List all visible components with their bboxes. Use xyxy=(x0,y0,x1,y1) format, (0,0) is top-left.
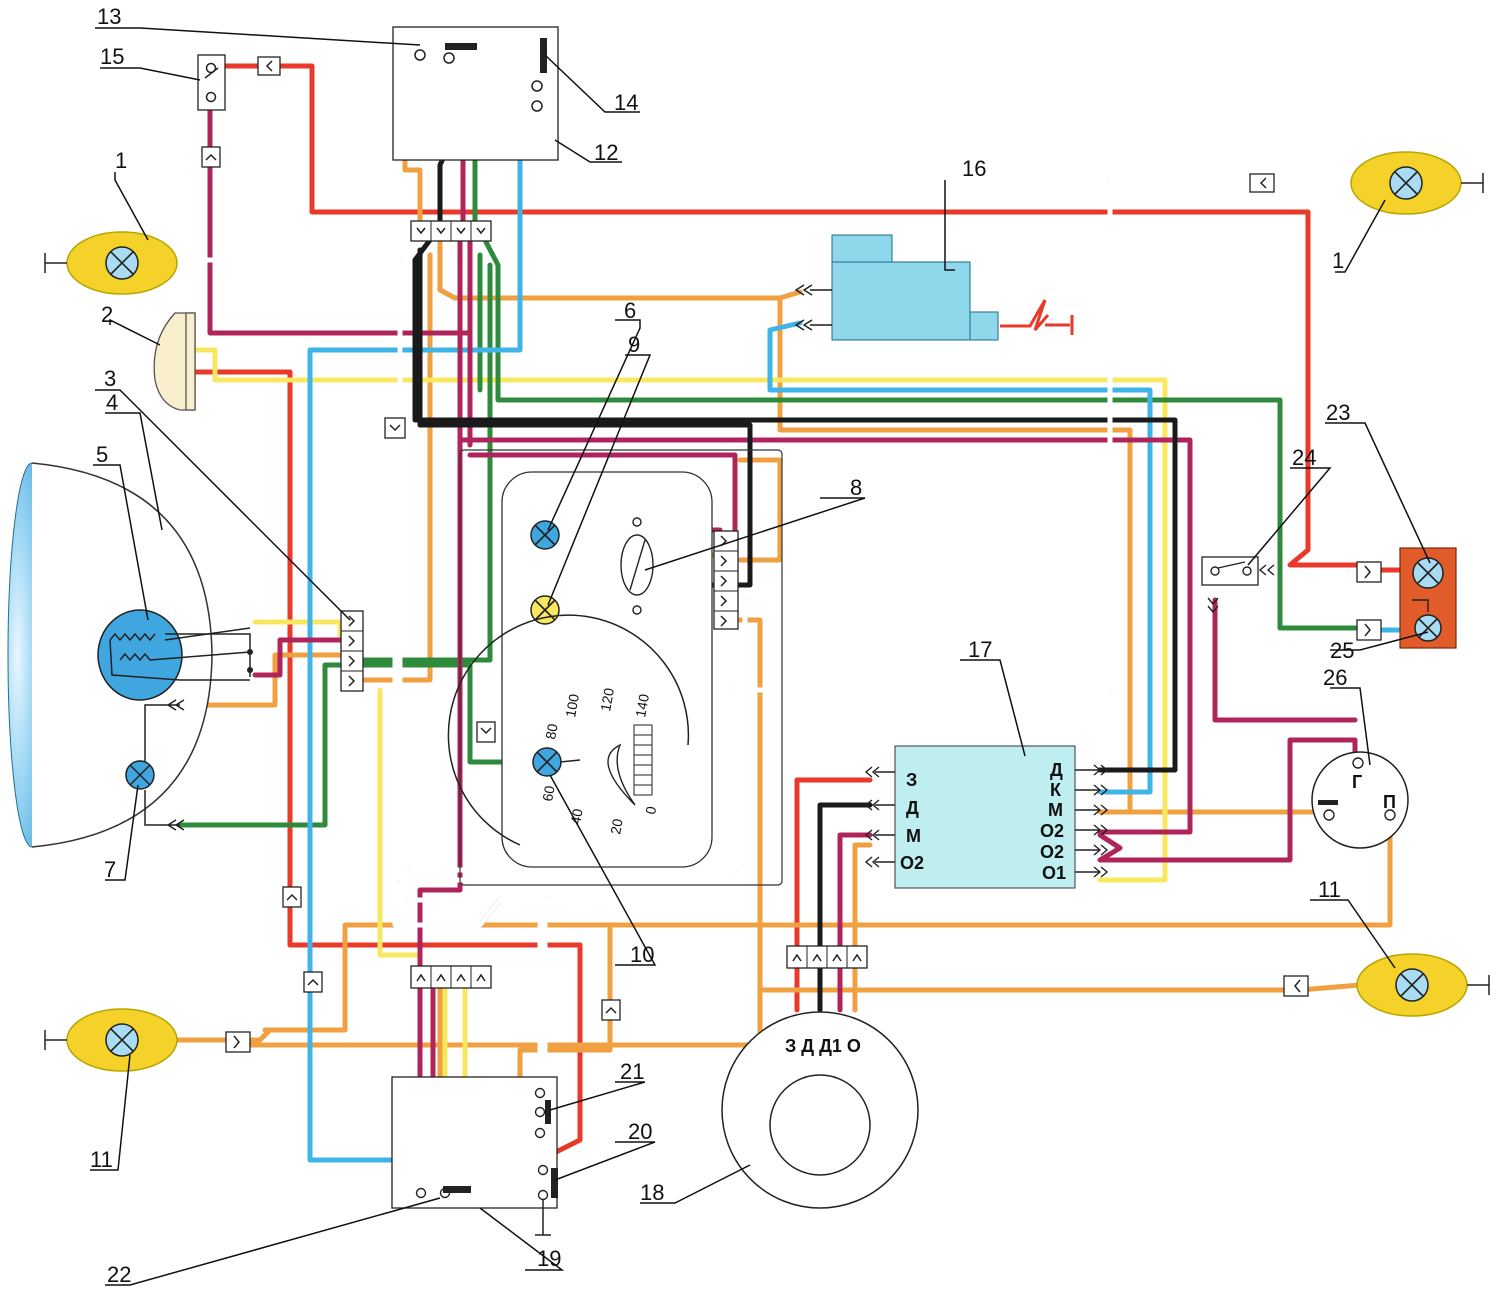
relay-right-terminal-o2b: О2 xyxy=(1040,842,1064,862)
brake-light-switch xyxy=(197,54,226,111)
speed-tick-80: 80 xyxy=(542,722,560,740)
speed-tick-100: 100 xyxy=(562,693,582,719)
callout-18: 18 xyxy=(640,1180,664,1205)
ammeter xyxy=(620,517,654,615)
light-switch-block xyxy=(392,26,559,161)
callout-1-right: 1 xyxy=(1332,248,1344,273)
callout-4: 4 xyxy=(106,390,118,415)
relay-regulator: З Д М О2 Д К М О2 О2 О1 xyxy=(864,745,1109,889)
ignition-terminal-g: Г xyxy=(1352,772,1362,792)
callout-10: 10 xyxy=(630,942,654,967)
relay-left-terminal-o2: О2 xyxy=(900,853,924,873)
callout-20: 20 xyxy=(628,1119,652,1144)
generator: З Д Д1 О xyxy=(721,1011,919,1209)
relay-right-terminal-d: Д xyxy=(1050,760,1063,780)
callout-26: 26 xyxy=(1323,665,1347,690)
callout-19: 19 xyxy=(537,1246,561,1271)
connector-block-bottom xyxy=(410,965,492,989)
turn-signal-front-right xyxy=(1350,151,1484,215)
relay-right-terminal-k: К xyxy=(1050,780,1062,800)
ignition-switch: Г П xyxy=(1311,751,1409,849)
callout-8: 8 xyxy=(850,475,862,500)
callout-6: 6 xyxy=(624,298,636,323)
callout-24: 24 xyxy=(1292,445,1316,470)
callout-11-right: 11 xyxy=(1318,877,1341,902)
callout-5: 5 xyxy=(96,442,108,467)
warning-lamp-panel xyxy=(1399,547,1457,649)
callout-2: 2 xyxy=(101,302,113,327)
speed-tick-40: 40 xyxy=(567,807,585,825)
ignition-coil xyxy=(794,234,1074,341)
wire-orange xyxy=(142,57,1393,1128)
callout-9: 9 xyxy=(628,332,640,357)
speed-tick-120: 120 xyxy=(597,687,617,713)
ignition-terminal-p: П xyxy=(1383,792,1396,812)
turn-signal-rear-left xyxy=(44,1008,178,1072)
callout-lines xyxy=(90,27,1431,1286)
callout-1-left: 1 xyxy=(115,148,127,173)
callout-16: 16 xyxy=(962,156,986,181)
relay-right-terminal-o1: О1 xyxy=(1042,863,1066,883)
wire-green xyxy=(177,63,1363,828)
speedometer: 80 100 120 140 60 40 20 0 xyxy=(447,614,690,846)
wire-white xyxy=(147,180,1393,1093)
callout-21: 21 xyxy=(620,1059,644,1084)
turn-signal-rear-right xyxy=(1356,953,1490,1017)
speed-tick-20: 20 xyxy=(607,817,625,835)
callout-14: 14 xyxy=(614,90,638,115)
speed-tick-140: 140 xyxy=(632,693,652,719)
callout-numbers: 13 15 14 12 1 1 16 2 6 9 3 4 5 8 23 24 2… xyxy=(90,4,1354,1287)
neutral-switch xyxy=(1201,556,1275,614)
speed-tick-60: 60 xyxy=(539,784,557,802)
connector-small xyxy=(201,56,1382,1053)
callout-7: 7 xyxy=(104,857,116,882)
callout-13: 13 xyxy=(97,4,121,29)
relay-left-terminal-z: З xyxy=(906,770,917,790)
callout-15: 15 xyxy=(100,44,124,69)
relay-right-terminal-o2a: О2 xyxy=(1040,821,1064,841)
relay-left-terminal-d: Д xyxy=(906,798,919,818)
speed-tick-0: 0 xyxy=(642,805,659,816)
connector-block-dash xyxy=(713,530,739,630)
relay-left-terminal-m: М xyxy=(906,826,921,846)
headlight xyxy=(7,462,253,848)
connector-block-left xyxy=(340,610,364,692)
callout-3: 3 xyxy=(104,366,116,391)
wire-red xyxy=(192,63,1403,1158)
generator-terminals: З Д Д1 О xyxy=(785,1036,861,1056)
callout-17: 17 xyxy=(968,637,992,662)
handlebar-switch-block xyxy=(391,1076,558,1236)
callout-25: 25 xyxy=(1330,638,1354,663)
connector-block-generator xyxy=(786,945,868,969)
horn xyxy=(153,312,196,411)
callout-12: 12 xyxy=(594,140,618,165)
turn-signal-front-left xyxy=(44,231,178,295)
relay-right-terminal-m: М xyxy=(1048,800,1063,820)
callout-23: 23 xyxy=(1326,400,1350,425)
connector-block-top xyxy=(410,220,492,242)
callout-22: 22 xyxy=(107,1262,131,1287)
callout-11-left: 11 xyxy=(90,1147,113,1172)
instrument-panel: 80 100 120 140 60 40 20 0 xyxy=(447,449,783,886)
